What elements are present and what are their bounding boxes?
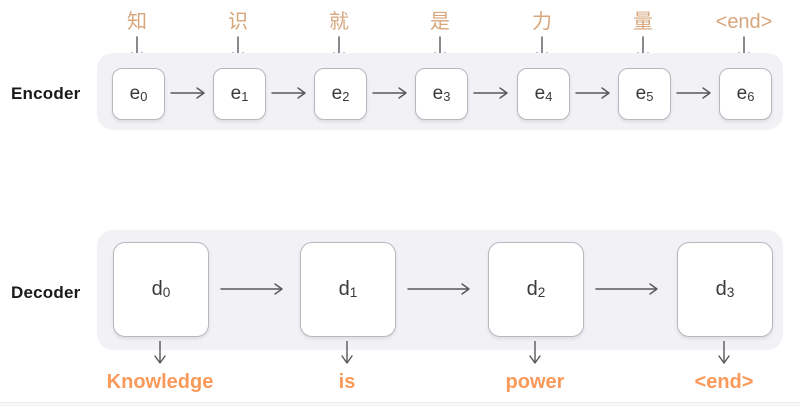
decoder-cell-d1: d1 xyxy=(300,242,396,337)
cell-label: e4 xyxy=(534,83,553,105)
decoder-label: Decoder xyxy=(11,283,81,302)
encoder-input-token: <end> xyxy=(715,11,773,33)
decoder-cell-d3: d3 xyxy=(677,242,773,337)
encoder-cell-e2: e2 xyxy=(314,68,367,120)
decoder-cell-d2: d2 xyxy=(488,242,584,337)
arrow-down-icon xyxy=(341,341,353,364)
cell-label: e2 xyxy=(331,83,350,105)
encoder-label: Encoder xyxy=(11,84,81,103)
arrow-down-icon xyxy=(154,341,166,364)
cell-label: e1 xyxy=(230,83,249,105)
arrow-down-icon xyxy=(718,341,730,364)
encoder-cell-e1: e1 xyxy=(213,68,266,120)
arrow-right-icon xyxy=(170,87,205,99)
cell-label: e6 xyxy=(736,83,755,105)
encoder-input-token: 就 xyxy=(329,11,349,33)
decoder-panel xyxy=(97,230,783,350)
encoder-cell-e5: e5 xyxy=(618,68,671,120)
arrow-right-icon xyxy=(271,87,306,99)
arrow-right-icon xyxy=(595,283,658,295)
encoder-cell-e6: e6 xyxy=(719,68,772,120)
decoder-output-token: is xyxy=(338,371,356,393)
cell-label: d0 xyxy=(151,278,171,301)
arrow-right-icon xyxy=(676,87,711,99)
cell-label: d1 xyxy=(338,278,358,301)
bottom-divider xyxy=(0,402,800,403)
cell-label: d3 xyxy=(715,278,735,301)
encoder-cell-e3: e3 xyxy=(415,68,468,120)
decoder-cell-d0: d0 xyxy=(113,242,209,337)
cell-label: e5 xyxy=(635,83,654,105)
decoder-output-token: <end> xyxy=(694,371,754,393)
encoder-input-token: 识 xyxy=(228,11,248,33)
cell-label: d2 xyxy=(526,278,546,301)
arrow-right-icon xyxy=(372,87,407,99)
encoder-cell-e4: e4 xyxy=(517,68,570,120)
arrow-right-icon xyxy=(407,283,470,295)
arrow-right-icon xyxy=(220,283,283,295)
encoder-input-token: 力 xyxy=(532,11,552,33)
bottom-strip xyxy=(0,403,800,407)
arrow-right-icon xyxy=(473,87,508,99)
encoder-input-token: 知 xyxy=(127,11,147,33)
decoder-output-token: power xyxy=(505,371,565,393)
encoder-cell-e0: e0 xyxy=(112,68,165,120)
decoder-output-token: Knowledge xyxy=(106,371,214,393)
encoder-input-token: 是 xyxy=(430,11,450,33)
cell-label: e0 xyxy=(129,83,148,105)
encoder-input-token: 量 xyxy=(633,11,653,33)
arrow-right-icon xyxy=(575,87,610,99)
cell-label: e3 xyxy=(432,83,451,105)
arrow-down-icon xyxy=(529,341,541,364)
